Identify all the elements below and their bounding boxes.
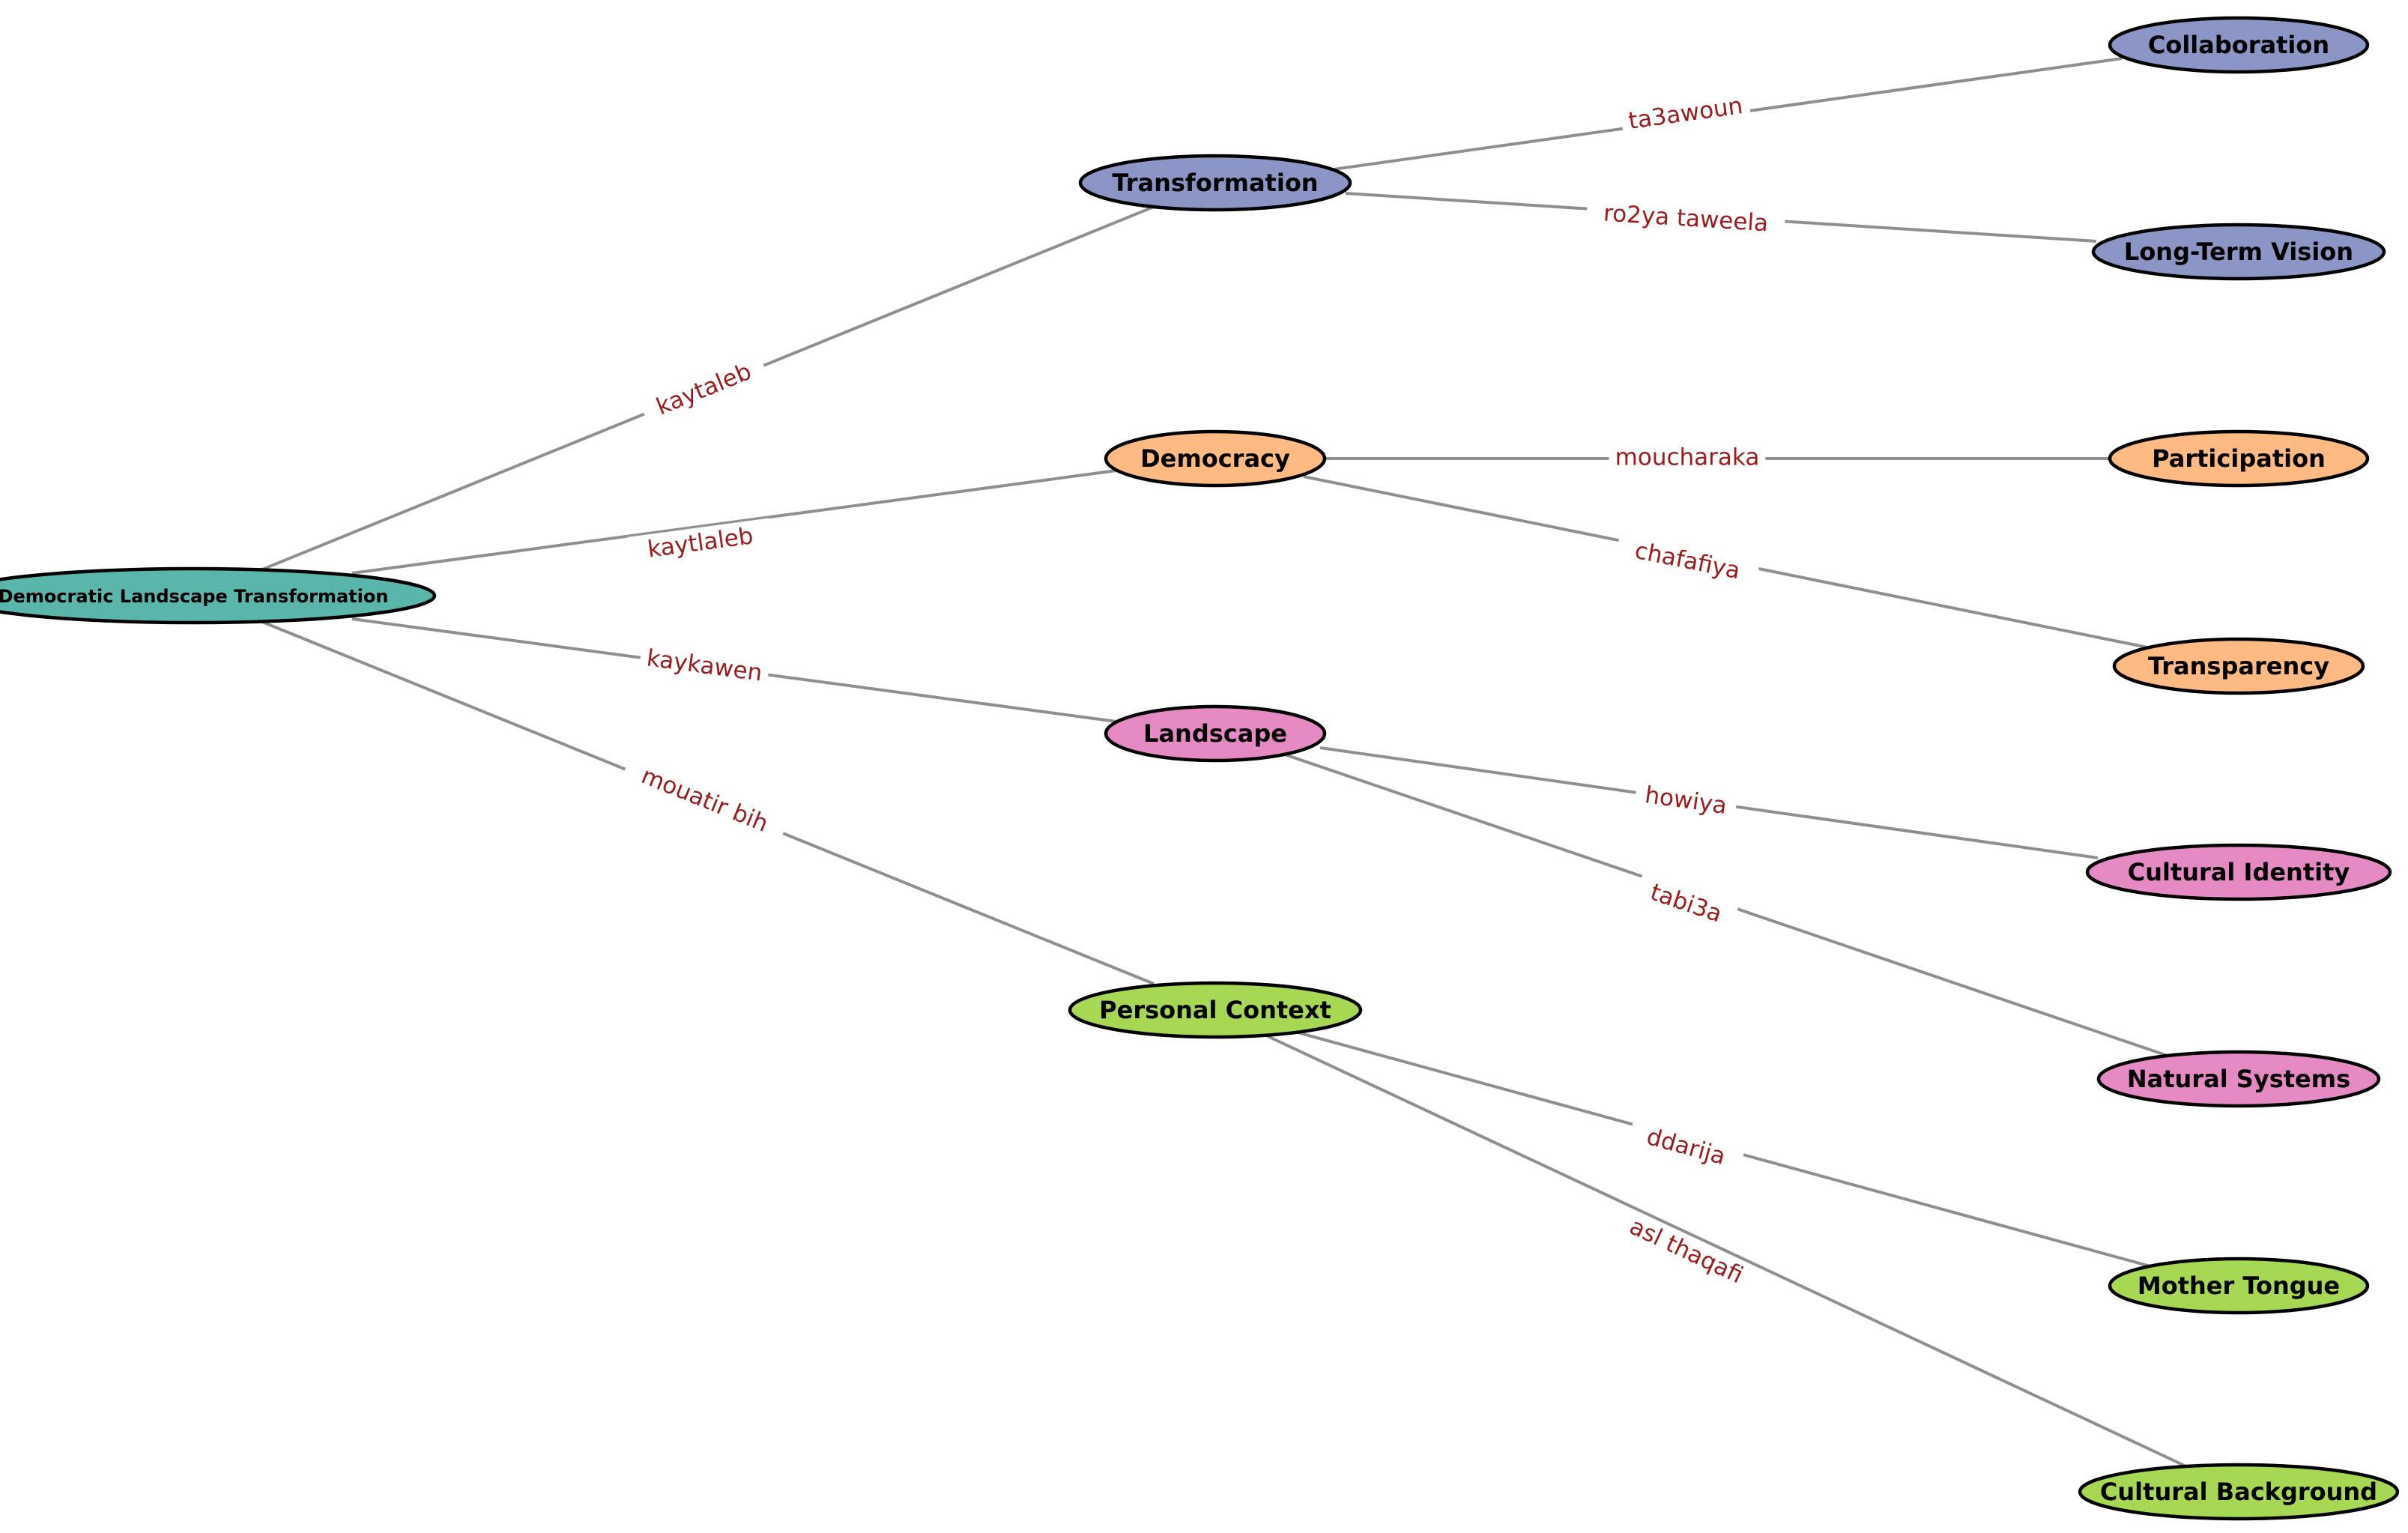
node-landscape: Landscape [1104, 704, 1327, 763]
edge-label-group-chafafiya: chafafiya [1614, 531, 1761, 593]
node-label-long-term-vision: Long-Term Vision [2124, 238, 2353, 266]
node-shape-cultural-background [2078, 1463, 2400, 1521]
edge-label-group-kaykawen: kaykawen [638, 641, 771, 692]
edge-label-background [1585, 196, 1786, 243]
node-shape-long-term-vision [2091, 223, 2386, 281]
edge-label-mouatir-bih: mouatir bih [638, 762, 772, 838]
node-mother-tongue: Mother Tongue [2108, 1257, 2370, 1315]
node-label-democracy: Democracy [1140, 444, 1290, 473]
edge-label-group-kaytaleb: kaytaleb [638, 351, 770, 430]
node-shape-mother-tongue [2108, 1257, 2370, 1315]
node-label-collaboration: Collaboration [2148, 31, 2329, 59]
node-shape-democracy [1104, 429, 1327, 488]
node-label-mother-tongue: Mother Tongue [2138, 1272, 2340, 1300]
edge-label-background [1626, 1116, 1746, 1179]
edge-label-background [1633, 872, 1739, 937]
node-collaboration: Collaboration [2108, 16, 2370, 74]
edge-personal-to-cultural_background [1267, 1035, 2188, 1469]
node-shape-natural-systems [2096, 1050, 2381, 1108]
edge-label-group-howiya: howiya [1633, 778, 1738, 826]
node-transparency: Transparency [2112, 637, 2365, 695]
node-shape-cultural-identity [2085, 843, 2392, 901]
edge-label-background [619, 753, 790, 849]
node-label-landscape: Landscape [1143, 719, 1287, 748]
node-label-transparency: Transparency [2148, 652, 2329, 680]
edge-label-group-tabi3a: tabi3a [1633, 872, 1739, 937]
node-label-cultural-background: Cultural Background [2100, 1478, 2377, 1506]
edge-label-group-asl-thaqafi: asl thaqafi [1601, 1200, 1770, 1304]
edge-label-moucharaka: moucharaka [1615, 444, 1760, 471]
node-cultural-identity: Cultural Identity [2085, 843, 2392, 901]
node-personal-context: Personal Context [1068, 981, 1363, 1039]
node-label-natural-systems: Natural Systems [2127, 1065, 2350, 1093]
edge-root-to-democracy [351, 469, 1117, 575]
edge-label-background [1609, 442, 1766, 475]
edges-layer [261, 57, 2188, 1469]
edge-label-background [1601, 1200, 1770, 1304]
node-label-personal-context: Personal Context [1099, 996, 1331, 1024]
node-label-cultural-identity: Cultural Identity [2128, 858, 2350, 886]
edge-label-background [1633, 778, 1738, 826]
edge-label-background [627, 518, 774, 570]
node-democratic-landscape-transformation: Democratic Landscape Transformation [0, 566, 437, 625]
edge-label-group-mouatir-bih: mouatir bih [619, 753, 790, 849]
edge-label-group-ta3awoun: ta3awoun [1619, 89, 1752, 140]
node-participation: Participation [2108, 429, 2370, 488]
node-shape-transparency [2112, 637, 2365, 695]
node-label-democratic-landscape-transformation: Democratic Landscape Transformation [0, 586, 388, 607]
edge-label-group-moucharaka: moucharaka [1609, 442, 1766, 475]
node-long-term-vision: Long-Term Vision [2091, 223, 2386, 281]
edge-label-group-ro2ya-taweela: ro2ya taweela [1585, 196, 1786, 243]
node-shape-personal-context [1068, 981, 1363, 1039]
node-label-participation: Participation [2152, 444, 2326, 473]
edge-label-background [638, 641, 771, 692]
edge-label-group-ddarija: ddarija [1626, 1116, 1746, 1179]
node-cultural-background: Cultural Background [2078, 1463, 2400, 1521]
node-label-transformation: Transformation [1112, 169, 1318, 197]
node-natural-systems: Natural Systems [2096, 1050, 2381, 1108]
node-shape-democratic-landscape-transformation [0, 566, 437, 625]
node-shape-participation [2108, 429, 2370, 488]
edge-label-background [638, 351, 770, 430]
nodes-layer: Democratic Landscape TransformationTrans… [0, 16, 2400, 1521]
node-shape-landscape [1104, 704, 1327, 763]
node-shape-collaboration [2108, 16, 2370, 74]
node-democracy: Democracy [1104, 429, 1327, 488]
edge-label-background [1614, 531, 1761, 593]
node-transformation: Transformation [1078, 154, 1352, 212]
edge-label-background [1619, 89, 1752, 140]
node-shape-transformation [1078, 154, 1352, 212]
